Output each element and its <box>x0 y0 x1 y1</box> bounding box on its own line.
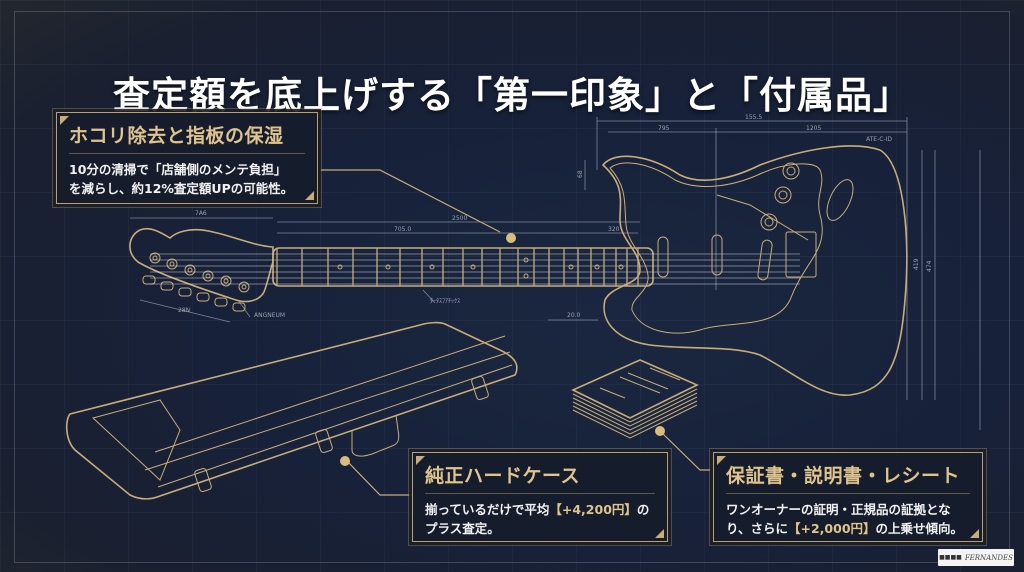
dim-right-1: 419 <box>913 258 920 270</box>
brand-logo: ■■■■ FERNANDES <box>938 549 1014 566</box>
page-title: 査定額を底上げする「第一印象」と「付属品」 <box>113 73 911 117</box>
callout-documents: 保証書・説明書・レシート ワンオーナーの証明・正規品の証拠とな り、さらに【+2… <box>713 452 983 542</box>
brand-name: FERNANDES <box>964 553 1013 562</box>
blueprint-frame <box>14 11 1010 563</box>
guitar-neck <box>150 247 800 287</box>
dim-scale: 2500 <box>452 215 467 222</box>
guitar-headstock <box>129 227 274 312</box>
hard-case-illustration <box>65 321 518 500</box>
dim-left: 68 <box>577 170 584 178</box>
documents-illustration <box>571 359 699 439</box>
guitar-body <box>601 145 908 396</box>
corner-accent-icon <box>970 529 979 538</box>
dim-body-right: 1205 <box>806 125 821 132</box>
dim-neck: 705.0 <box>394 226 411 233</box>
callout-hard-case: 純正ハードケース 揃っているだけで平均【+4,200円】の プラス査定。 <box>412 452 668 542</box>
dim-note: ATE-C-ID <box>866 136 892 143</box>
corner-accent-icon <box>305 191 314 200</box>
corner-accent-icon <box>416 456 425 465</box>
marker-dot-neck <box>506 233 516 243</box>
dim-headstock: 7A6 <box>195 210 207 217</box>
dim-bottom: 20.0 <box>567 312 581 319</box>
dim-right-2: 474 <box>926 260 933 272</box>
note-head: ANGNEUM <box>254 312 285 319</box>
dim-body-left: 795 <box>658 125 670 132</box>
callout-heading: 保証書・説明書・レシート <box>726 461 970 494</box>
corner-accent-icon <box>717 456 726 465</box>
callout-heading: ホコリ除去と指板の保湿 <box>69 121 305 154</box>
leader-lines <box>320 169 710 496</box>
callout-body: 揃っているだけで平均【+4,200円】の プラス査定。 <box>425 502 650 536</box>
dim-body-total: 155.5 <box>745 114 762 121</box>
corner-accent-icon <box>60 116 69 125</box>
corner-accent-icon <box>655 529 664 538</box>
marker-dot-case <box>340 456 350 466</box>
dimension-lines: 155.5 795 1205 ATE-C-ID 7A6 2500 705.0 3… <box>130 114 981 430</box>
dim-headstock-lower: 28N <box>178 307 190 314</box>
callout-heading: 純正ハードケース <box>425 461 655 494</box>
dim-neck-body: 320 <box>608 226 620 233</box>
marker-dot-documents <box>655 426 665 436</box>
price-highlight: 【+2,000円】 <box>788 521 876 536</box>
callout-body: ワンオーナーの証明・正規品の証拠とな り、さらに【+2,000円】の上乗せ傾向。 <box>726 502 964 536</box>
price-highlight: 【+4,200円】 <box>549 502 637 517</box>
note-fret: ﾀｰﾀｽﾌｱﾁｯｸｽ <box>430 298 460 305</box>
callout-cleaning: ホコリ除去と指板の保湿 10分の清掃で「店舗側のメンテ負担」 を減らし、約12%… <box>56 112 318 204</box>
callout-body: 10分の清掃で「店舗側のメンテ負担」 を減らし、約12%査定額UPの可能性。 <box>69 162 294 196</box>
